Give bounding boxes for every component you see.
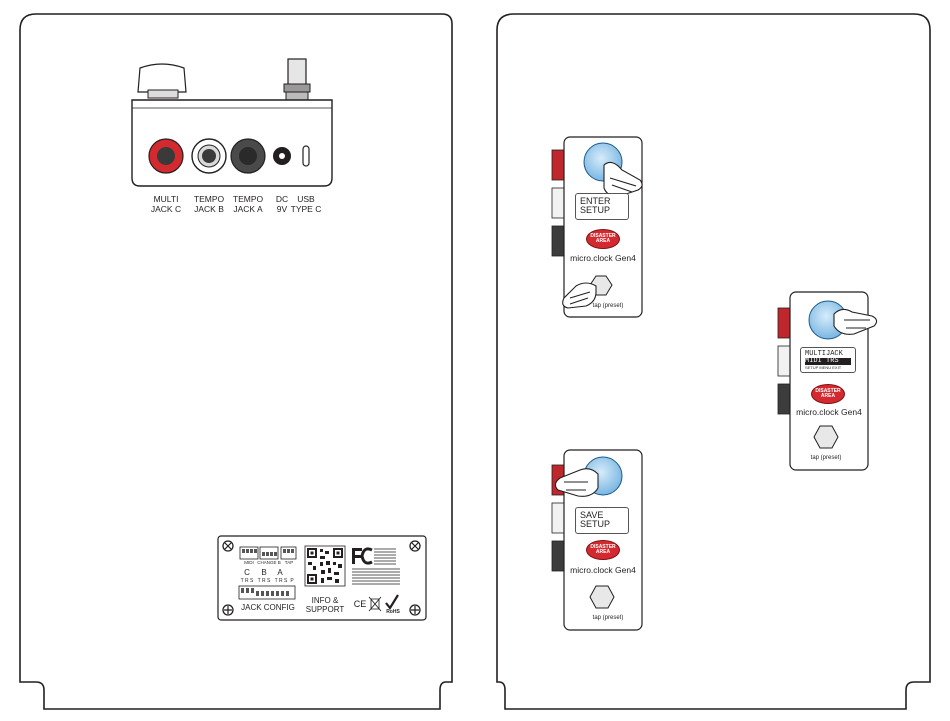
usb-port-icon — [302, 145, 310, 167]
hand-pointer-icon — [833, 308, 878, 335]
plate-jack-a-label: A — [277, 568, 283, 577]
screw-icon — [409, 540, 421, 552]
plate-jack-c-label: C — [244, 568, 250, 577]
qr-code-icon — [304, 545, 346, 587]
hand-pointer-icon — [554, 468, 599, 497]
plate-tap-label: TAP — [284, 560, 294, 565]
fcc-notice-text-icon — [352, 548, 400, 585]
right-panel-border — [496, 13, 931, 710]
jack-config-label: JACK CONFIG — [241, 603, 295, 612]
pedal-2-tap-label: tap (preset) — [810, 455, 842, 461]
tap-footswitch-icon — [813, 425, 839, 449]
pedal-2-screen: MULTIJACK MIDI TRS SETUP MENU EXIT — [800, 347, 856, 373]
dip-switch-midi-icon — [239, 546, 259, 560]
pedal-1-screen: ENTER SETUP — [575, 193, 629, 220]
dip-switch-tap-icon — [280, 546, 297, 560]
plate-midi-label: MIDI — [244, 560, 254, 565]
plate-trs-b: T R S — [257, 578, 271, 584]
knob-icon — [137, 63, 187, 99]
jack-b-icon — [191, 138, 227, 174]
plate-jack-b-label: B — [261, 568, 267, 577]
ce-mark: CE — [353, 599, 367, 609]
rohs-label: RoHS — [386, 609, 400, 615]
plate-p-label: P — [290, 578, 294, 584]
jack-c-icon — [148, 138, 184, 174]
info-support-label: INFO &SUPPORT — [305, 596, 345, 614]
left-panel-border — [19, 13, 453, 710]
plate-trs-a: T R S — [274, 578, 288, 584]
pedal-3-screen: SAVE SETUP — [575, 507, 629, 534]
plate-change-label: CHANGE B — [257, 560, 281, 565]
pedal-3-name: micro.clock Gen4 — [570, 565, 636, 575]
tap-footswitch-icon — [589, 585, 615, 609]
weee-bin-icon — [368, 596, 382, 612]
jack-config-dip-bank-icon — [238, 585, 296, 600]
fc-logo-icon — [352, 547, 373, 565]
pedal-1-tap-label: tap (preset) — [592, 303, 624, 309]
screw-icon — [222, 540, 234, 552]
pedal-2-name: micro.clock Gen4 — [796, 407, 862, 417]
screw-icon — [409, 604, 421, 616]
rohs-check-icon — [385, 594, 399, 610]
screw-icon — [222, 604, 234, 616]
pedal-2-multijack-menu — [777, 291, 878, 471]
pedal-1-enter-setup — [551, 136, 643, 318]
pedal-1-name: micro.clock Gen4 — [570, 253, 636, 263]
hand-pointer-icon — [562, 282, 597, 309]
dc-jack-icon — [273, 147, 291, 165]
jack-a-icon — [230, 138, 266, 174]
pedal-3-tap-label: tap (preset) — [592, 615, 624, 621]
plate-trs-c: T R S — [240, 578, 254, 584]
dip-switch-change-icon — [259, 546, 279, 560]
